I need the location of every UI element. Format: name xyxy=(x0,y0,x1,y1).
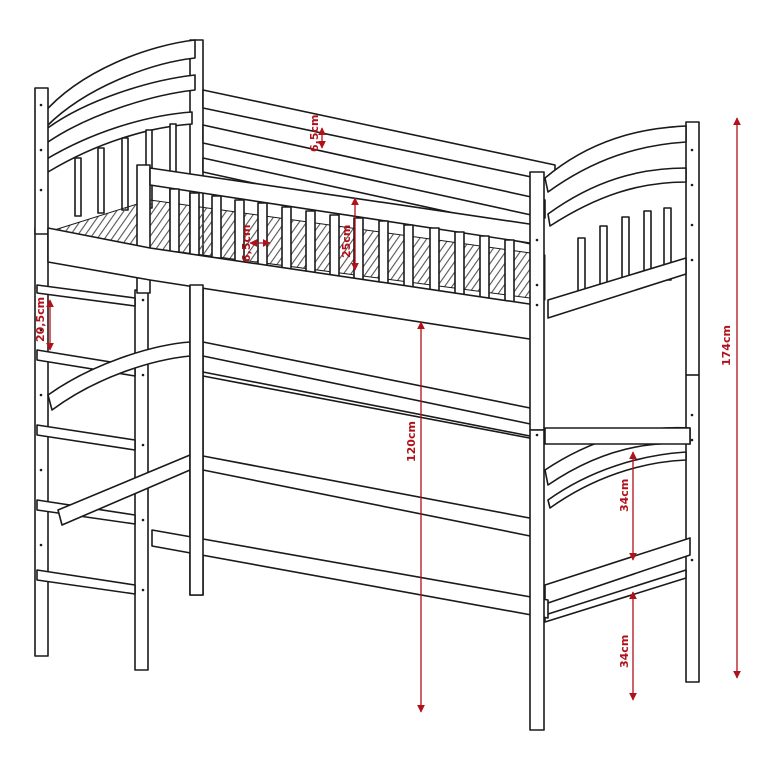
clearance-label: 120cm xyxy=(405,421,418,462)
back-lower-rails xyxy=(202,341,541,539)
right-headboard xyxy=(544,125,687,227)
right-lower-end-frame xyxy=(544,426,691,623)
front-right-post xyxy=(529,171,545,731)
step-spacing-label: 20,5cm xyxy=(34,297,47,342)
total-height-label: 174cm xyxy=(720,325,733,366)
left-headboard xyxy=(41,39,196,173)
right-headboard-bottom-rail xyxy=(547,257,687,319)
dowel-dots xyxy=(39,103,694,592)
ladder xyxy=(34,227,149,671)
ladder-step xyxy=(36,569,136,595)
bar-gap-label: 6,5cm xyxy=(240,225,253,262)
ladder-step xyxy=(36,424,136,451)
rail-gap-label: 6,5cm xyxy=(308,115,321,152)
back-right-post xyxy=(685,121,700,683)
guard-height-label: 25cm xyxy=(340,225,353,258)
ladder-step xyxy=(36,284,136,307)
lower-rail-height-label: 34cm xyxy=(618,479,631,512)
bottom-gap-label: 34cm xyxy=(618,635,631,668)
left-back-leg xyxy=(189,284,204,596)
lower-side-frame xyxy=(151,427,691,619)
